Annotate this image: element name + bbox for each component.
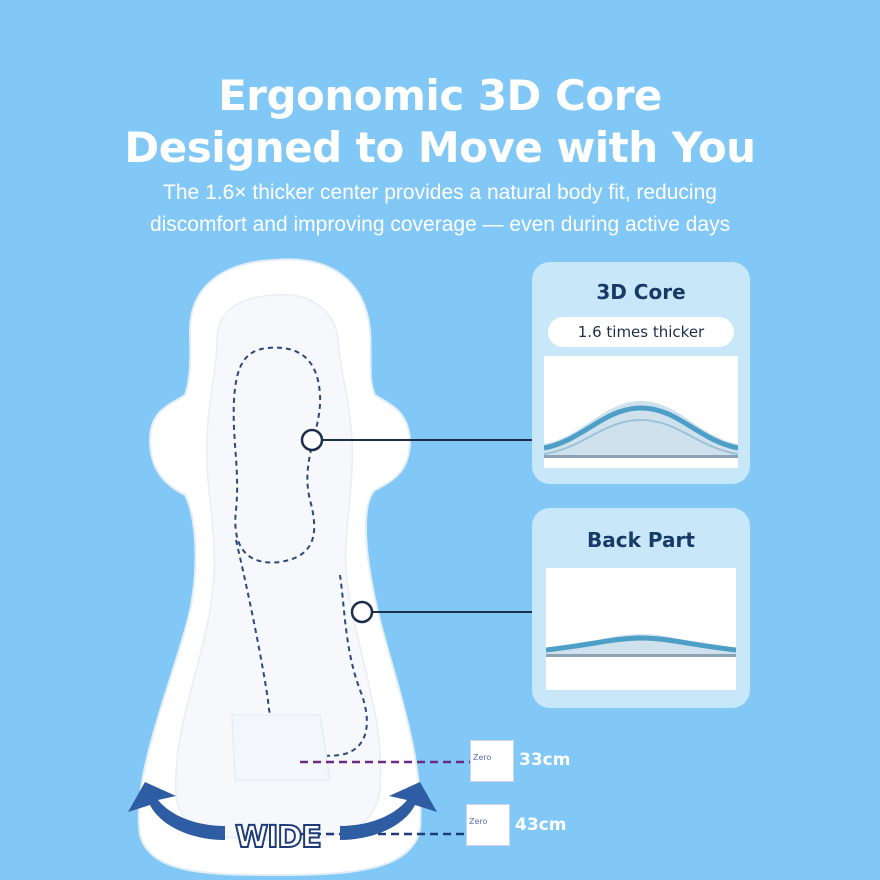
card-back-part: Back Part <box>532 508 750 708</box>
back-dashed-outline <box>235 539 368 757</box>
subheadline-line-2: discomfort and improving coverage — even… <box>149 213 731 236</box>
core-cross-section <box>543 356 739 468</box>
package-43cm-label: Zero <box>469 817 488 826</box>
headline-line-1: Ergonomic 3D Core <box>218 71 662 120</box>
back-cross-section-graphic <box>545 634 737 657</box>
subheadline-line-1: The 1.6× thicker center provides a natur… <box>163 181 717 204</box>
card-3d-core-title: 3D Core <box>596 280 686 304</box>
wide-badge: WIDE <box>234 819 323 856</box>
core-cross-section-graphic <box>543 401 739 458</box>
headline-line-2: Designed to Move with You <box>124 123 756 172</box>
pad-back-panel <box>231 714 331 781</box>
curved-arrow-left-icon <box>128 782 225 840</box>
callout-dot-icon <box>300 428 324 452</box>
card-3d-core: 3D Core 1.6 times thicker <box>532 262 750 484</box>
package-43cm: Zero <box>466 804 510 846</box>
package-33cm: Zero <box>470 740 514 782</box>
size-label-43cm: 43cm <box>515 815 567 835</box>
curved-arrow-right-icon <box>340 782 437 840</box>
thickness-badge: 1.6 times thicker <box>548 317 734 347</box>
pad-inner-area <box>174 293 382 841</box>
callout-dot-icon <box>350 600 374 624</box>
card-back-part-title: Back Part <box>587 528 695 552</box>
size-label-33cm: 33cm <box>519 750 571 770</box>
package-33cm-label: Zero <box>473 753 492 762</box>
core-dashed-outline <box>232 346 322 564</box>
back-cross-section <box>545 568 737 690</box>
